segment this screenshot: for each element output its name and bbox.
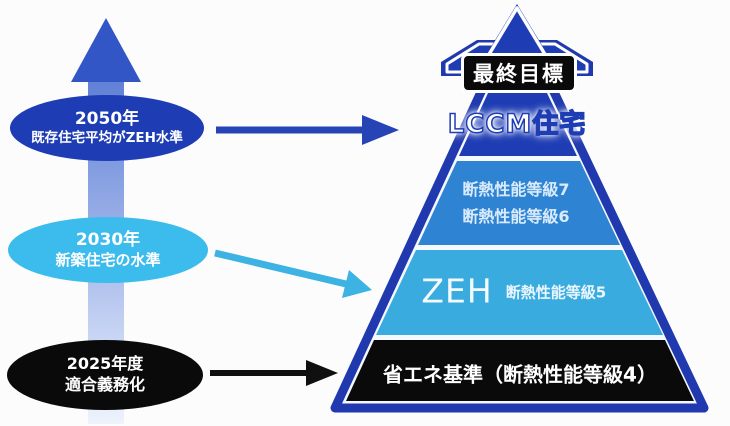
tier-zeh-label: ZEH bbox=[421, 271, 493, 311]
tier-lccm-label: LCCM住宅 bbox=[447, 109, 587, 141]
milestone-2025-year: 2025年度 bbox=[66, 354, 144, 374]
tier-grade6-label: 断熱性能等級6 bbox=[462, 207, 570, 226]
tier-lccm-shape bbox=[459, 30, 577, 156]
tier-grade67-shape bbox=[418, 161, 620, 245]
milestone-2030-label: 新築住宅の水準 bbox=[55, 251, 161, 270]
timeline-up-arrowhead-icon bbox=[71, 18, 141, 82]
milestone-2030-year: 2030年 bbox=[75, 230, 141, 251]
goal-badge: 最終目標 bbox=[461, 53, 577, 93]
tier-standard-shape bbox=[346, 340, 694, 401]
milestone-2050-label: 既存住宅平均がZEH水準 bbox=[31, 130, 183, 147]
milestone-2050: 2050年 既存住宅平均がZEH水準 bbox=[10, 95, 204, 161]
arrow-2030-to-pyramid-icon bbox=[214, 249, 372, 298]
arrow-2050-to-pyramid-icon bbox=[216, 115, 399, 145]
tier-grade7-label: 断熱性能等級7 bbox=[462, 180, 570, 199]
tier-grade5-label: 断熱性能等級5 bbox=[505, 283, 607, 302]
tier-standard-label: 省エネ基準（断熱性能等級4） bbox=[383, 362, 657, 387]
milestone-2025-label: 適合義務化 bbox=[64, 375, 145, 394]
milestone-2025: 2025年度 適合義務化 bbox=[7, 340, 203, 410]
tier-zeh-shape bbox=[376, 250, 663, 335]
milestone-2030: 2030年 新築住宅の水準 bbox=[8, 217, 208, 283]
arrow-2025-to-pyramid-icon bbox=[210, 360, 338, 386]
milestone-2050-year: 2050年 bbox=[74, 109, 140, 130]
pyramid bbox=[330, 4, 709, 413]
